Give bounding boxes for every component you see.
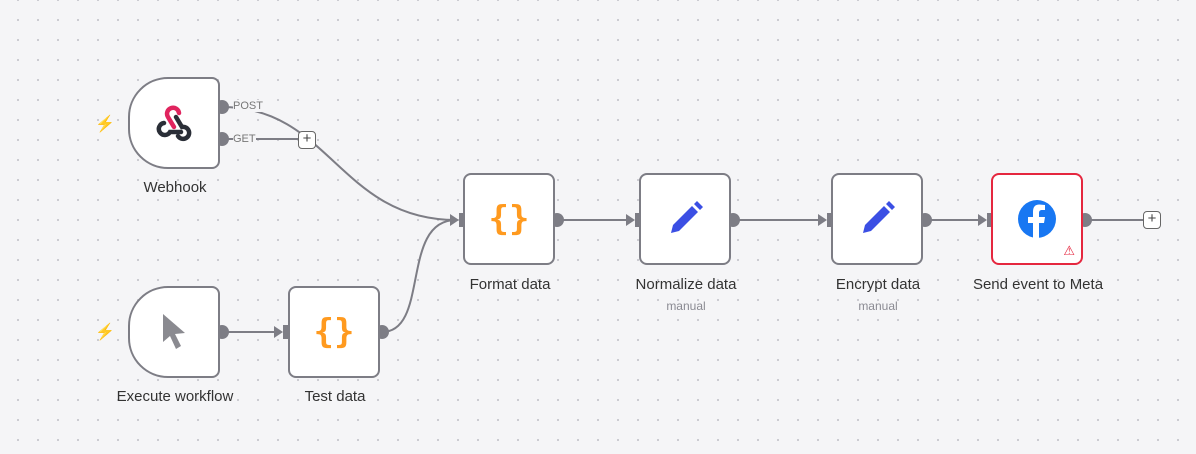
- node-encrypt-data[interactable]: [831, 173, 923, 265]
- node-subtitle: manual: [666, 299, 706, 313]
- add-node-button[interactable]: +: [298, 131, 316, 149]
- edge-test-format: [381, 219, 457, 333]
- trigger-bolt-icon: ⚡: [95, 116, 115, 133]
- node-label: Execute workflow: [116, 388, 234, 405]
- node-test-data[interactable]: {}: [288, 286, 380, 378]
- edge-webhook-post-format: [221, 106, 457, 221]
- node-execute-workflow[interactable]: [128, 286, 220, 378]
- pencil-icon: [671, 201, 703, 233]
- add-node-button[interactable]: +: [1143, 211, 1161, 229]
- node-subtitle: manual: [858, 299, 898, 313]
- node-webhook[interactable]: [128, 77, 220, 169]
- webhook-icon: [156, 105, 192, 142]
- output-label-post: POST: [233, 100, 263, 112]
- trigger-bolt-icon: ⚡: [95, 324, 115, 341]
- pencil-icon: [863, 201, 895, 233]
- output-label-get: GET: [233, 133, 256, 145]
- node-label: Send event to Meta: [972, 276, 1104, 293]
- code-braces-icon: {}: [313, 312, 355, 352]
- warning-icon[interactable]: ⚠: [1063, 243, 1075, 258]
- node-label: Normalize data: [635, 276, 737, 293]
- facebook-icon: [1018, 200, 1056, 238]
- node-label: Webhook: [143, 179, 207, 196]
- node-normalize-data[interactable]: [639, 173, 731, 265]
- node-label: Format data: [469, 276, 551, 293]
- node-send-event-to-meta[interactable]: ⚠: [991, 173, 1083, 265]
- node-label: Encrypt data: [835, 276, 921, 293]
- cursor-icon: [163, 314, 185, 349]
- node-label: Test data: [304, 388, 366, 405]
- node-format-data[interactable]: {}: [463, 173, 555, 265]
- code-braces-icon: {}: [488, 199, 530, 239]
